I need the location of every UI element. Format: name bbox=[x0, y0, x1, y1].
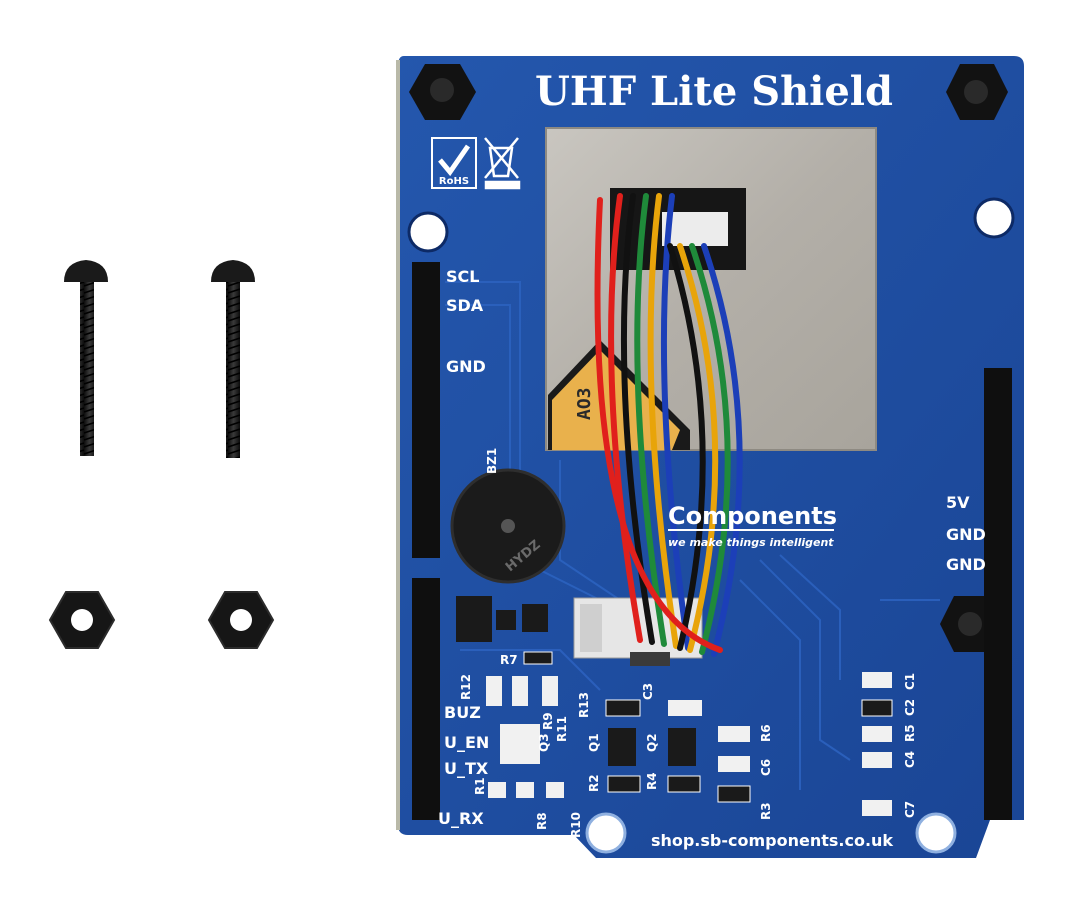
svg-text:SDA: SDA bbox=[446, 296, 484, 315]
svg-text:SCL: SCL bbox=[446, 267, 479, 286]
svg-text:C3: C3 bbox=[641, 683, 655, 700]
component-labels: R12 R9 R11 R7 R13 C3 Q1 Q2 R2 R4 R6 C6 R… bbox=[459, 653, 917, 838]
standoff-top-right bbox=[946, 64, 1008, 120]
svg-text:C1: C1 bbox=[903, 673, 917, 690]
standoff-top-left bbox=[409, 64, 476, 120]
svg-text:U_TX: U_TX bbox=[444, 759, 489, 778]
website-url: shop.sb-components.co.uk bbox=[651, 831, 893, 850]
svg-text:R7: R7 bbox=[500, 653, 518, 667]
svg-text:C2: C2 bbox=[903, 699, 917, 716]
buzzer-ref: BZ1 bbox=[485, 448, 499, 474]
right-header bbox=[984, 368, 1012, 820]
svg-text:we make things intelligent: we make things intelligent bbox=[668, 536, 834, 549]
mounting-hole-bottom-left bbox=[585, 812, 627, 854]
svg-text:R8: R8 bbox=[535, 812, 549, 830]
svg-text:R10: R10 bbox=[569, 812, 583, 838]
svg-text:R6: R6 bbox=[759, 724, 773, 742]
control-labels: BUZ U_EN U_TX U_RX bbox=[438, 703, 489, 828]
smd-components bbox=[486, 651, 893, 816]
svg-text:C6: C6 bbox=[759, 759, 773, 776]
svg-text:R5: R5 bbox=[903, 724, 917, 742]
svg-text:R9: R9 bbox=[541, 712, 555, 730]
nut-left bbox=[48, 591, 116, 649]
screw-right bbox=[211, 260, 255, 458]
buzzer: HYDZ BZ1 bbox=[450, 448, 566, 584]
svg-text:Q1: Q1 bbox=[587, 733, 601, 752]
svg-text:GND: GND bbox=[446, 357, 486, 376]
svg-text:U_RX: U_RX bbox=[438, 809, 484, 828]
svg-text:5V: 5V bbox=[946, 493, 970, 512]
ribbon-cable bbox=[594, 193, 743, 657]
screw-left bbox=[64, 260, 108, 456]
svg-text:RoHS: RoHS bbox=[439, 176, 469, 187]
rohs-mark: RoHS bbox=[431, 137, 477, 189]
svg-text:Q2: Q2 bbox=[645, 733, 659, 752]
svg-text:Components: Components bbox=[668, 502, 837, 530]
svg-text:R11: R11 bbox=[555, 716, 569, 742]
svg-text:R13: R13 bbox=[577, 692, 591, 718]
right-header-labels: 5V GND GND bbox=[946, 493, 986, 574]
svg-text:R12: R12 bbox=[459, 674, 473, 700]
nut-right bbox=[207, 591, 275, 649]
weee-icon bbox=[484, 137, 521, 190]
power-transistor bbox=[456, 596, 548, 642]
module-marking: AO3 bbox=[574, 387, 595, 420]
left-header-lower bbox=[412, 578, 440, 820]
svg-text:R4: R4 bbox=[645, 772, 659, 790]
svg-text:C7: C7 bbox=[903, 801, 917, 818]
svg-text:R1: R1 bbox=[473, 777, 487, 795]
svg-text:Q3: Q3 bbox=[537, 733, 551, 752]
board-title: UHF Lite Shield bbox=[535, 68, 893, 115]
mounting-hole-top-left bbox=[407, 211, 449, 253]
svg-text:U_EN: U_EN bbox=[444, 733, 489, 752]
sb-components-logo: Components we make things intelligent bbox=[668, 502, 837, 549]
left-header-upper bbox=[412, 262, 440, 558]
svg-text:C4: C4 bbox=[903, 751, 917, 768]
left-header-labels: SCL SDA GND bbox=[446, 267, 486, 376]
svg-text:GND: GND bbox=[946, 555, 986, 574]
svg-text:R2: R2 bbox=[587, 774, 601, 792]
svg-text:BUZ: BUZ bbox=[444, 703, 481, 722]
svg-text:GND: GND bbox=[946, 525, 986, 544]
mounting-hole-top-right bbox=[973, 197, 1015, 239]
svg-text:R3: R3 bbox=[759, 802, 773, 820]
mounting-hole-bottom-right bbox=[915, 812, 957, 854]
